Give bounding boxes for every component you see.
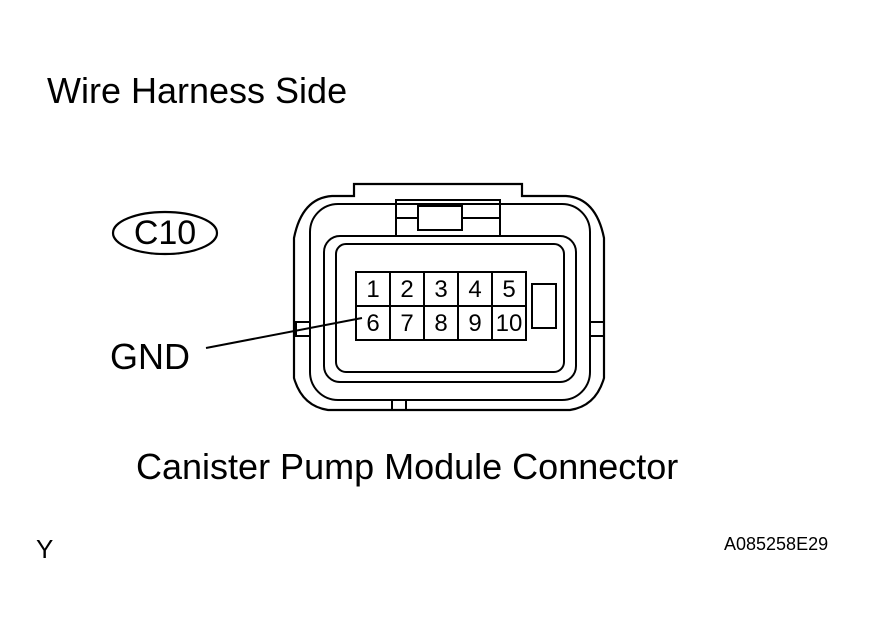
pin-number: 6	[366, 310, 379, 337]
connector-latch	[395, 199, 501, 237]
pin-number: 4	[468, 276, 481, 303]
connector-side-tabs	[295, 321, 605, 337]
pin-cell	[491, 305, 527, 341]
pin-number: 1	[366, 276, 379, 303]
pin-number: 5	[502, 276, 515, 303]
pin-number: 10	[496, 310, 523, 337]
terminal-frame-inner	[335, 243, 565, 373]
gnd-label: GND	[110, 336, 190, 377]
pin-number: 3	[434, 276, 447, 303]
connector-inner-housing	[309, 203, 591, 401]
pin-number: 7	[400, 310, 413, 337]
figure-id: A085258E29	[724, 534, 829, 554]
connector-bottom-notch	[391, 400, 407, 411]
pin-cell	[389, 271, 425, 307]
terminal-frame-outer	[323, 235, 577, 383]
pin-cell	[457, 305, 493, 341]
connector-code-badge	[111, 210, 219, 256]
pin-number: 9	[468, 310, 481, 337]
gnd-leader-line	[205, 317, 363, 349]
connector-caption: Canister Pump Module Connector	[136, 446, 679, 487]
pin-cell	[355, 305, 391, 341]
pin-number: 2	[400, 276, 413, 303]
pin-number: 8	[434, 310, 447, 337]
diagram-heading: Wire Harness Side	[47, 70, 348, 111]
footer-left-mark: Y	[36, 534, 54, 564]
pin-cell	[423, 271, 459, 307]
connector-outer-housing	[292, 182, 606, 412]
terminal-lock-key	[531, 283, 557, 329]
connector-code: C10	[133, 214, 197, 252]
pin-cell	[389, 305, 425, 341]
